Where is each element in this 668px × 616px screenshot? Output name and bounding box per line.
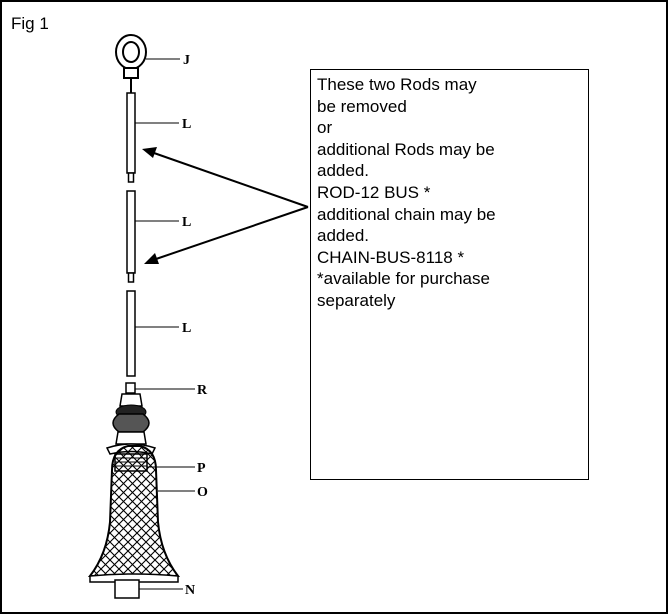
part-l-rod-1 (126, 92, 136, 183)
part-label-n: N (185, 583, 195, 598)
note-line: CHAIN-BUS-8118 * (317, 247, 465, 267)
note-line: ROD-12 BUS * (317, 182, 431, 202)
part-o-glass-shade (87, 445, 181, 583)
arrow-to-rod-2 (144, 206, 309, 264)
figure-label: Fig 1 (11, 14, 49, 33)
part-label-j: J (183, 53, 190, 68)
part-n-cap (114, 579, 140, 599)
note-line: added. (317, 226, 369, 246)
part-l-rod-2 (126, 190, 136, 283)
note-line: separately (317, 290, 396, 310)
part-label-l-2: L (182, 215, 191, 230)
leader-lines (135, 58, 195, 590)
note-line: or (317, 118, 333, 138)
note-box: These two Rods may be removed or additio… (310, 69, 589, 480)
part-label-l-3: L (182, 321, 191, 336)
part-l-rod-3 (126, 290, 136, 377)
part-label-p: P (197, 461, 206, 476)
part-label-r: R (197, 383, 208, 398)
note-line: added. (317, 161, 369, 181)
part-label-l-1: L (182, 117, 191, 132)
part-j-ring (115, 34, 147, 93)
note-line: be removed (317, 96, 407, 116)
note-line: additional chain may be (317, 204, 496, 224)
note-line: additional Rods may be (317, 139, 495, 159)
part-r-nipple (125, 382, 136, 394)
part-label-o: O (197, 485, 208, 500)
note-line: *available for purchase (317, 269, 490, 289)
arrow-to-rod-1 (142, 147, 309, 208)
note-line: These two Rods may (317, 75, 477, 94)
